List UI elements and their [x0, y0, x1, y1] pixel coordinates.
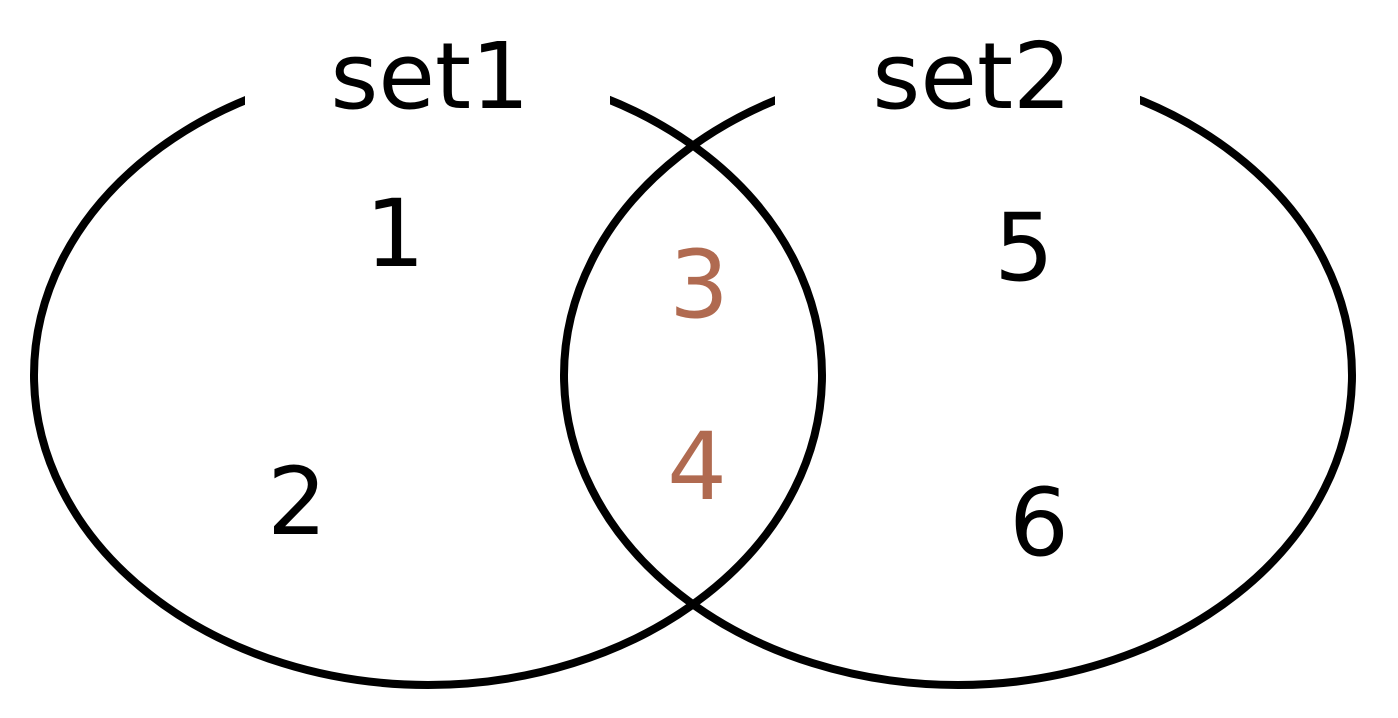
set2-ellipse: [560, 61, 1356, 689]
intersection-element-3: 3: [669, 231, 729, 340]
set1-label-gap: [245, 20, 610, 132]
set1-ellipse: [30, 61, 826, 689]
set1-label: set1: [330, 23, 529, 130]
set2-label-gap: [775, 20, 1140, 132]
intersection-element-4: 4: [667, 413, 727, 522]
set1-element-1: 1: [365, 180, 425, 289]
set1-element-2: 2: [267, 448, 327, 557]
set2-label: set2: [872, 23, 1071, 130]
set2-element-6: 6: [1009, 469, 1069, 578]
set2-element-5: 5: [994, 194, 1054, 303]
